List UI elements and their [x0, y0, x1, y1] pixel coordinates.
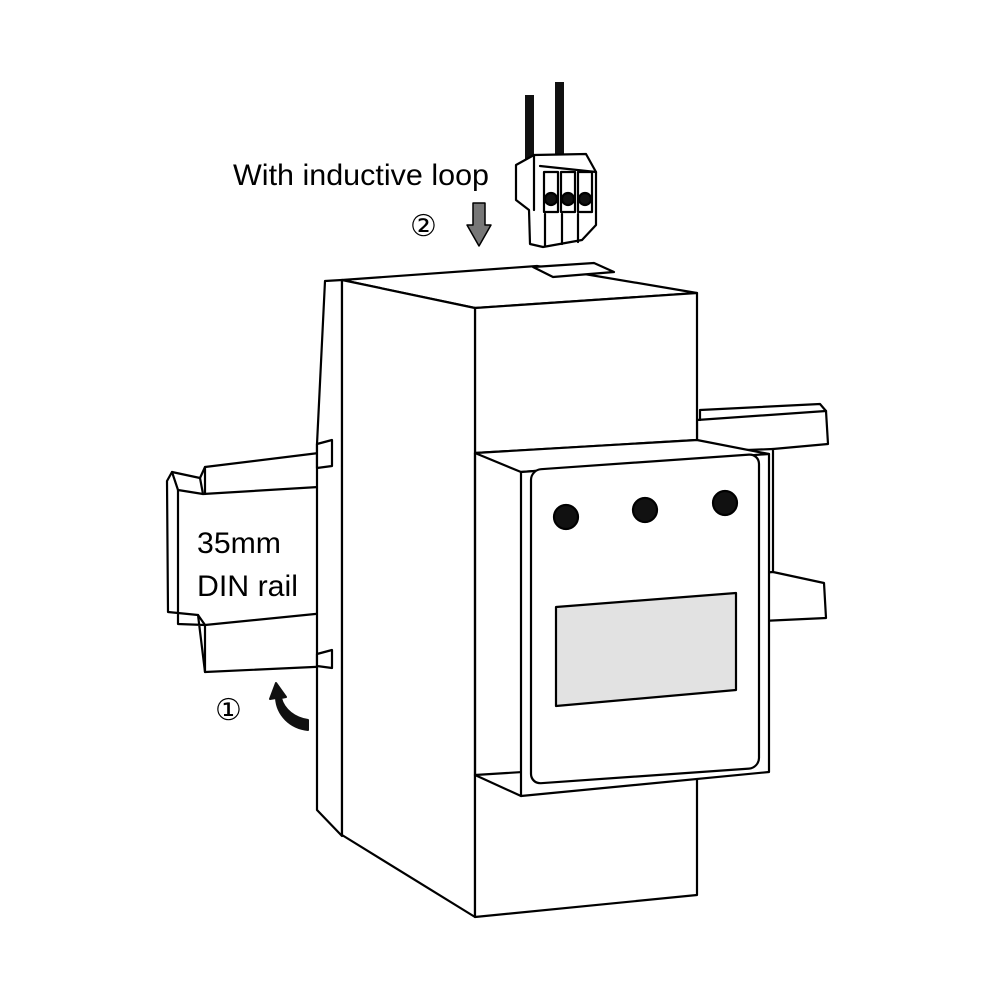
down-arrow-icon	[466, 202, 492, 247]
led-right	[711, 489, 739, 517]
led-middle	[631, 496, 659, 524]
step-1-marker: ①	[215, 693, 242, 728]
screw-2	[560, 191, 576, 207]
device-housing	[315, 261, 771, 919]
din-rail-left	[165, 449, 337, 674]
inductive-loop-label: With inductive loop	[233, 159, 489, 192]
display-window	[554, 591, 738, 708]
led-left	[552, 503, 580, 531]
rail-name-label: DIN rail	[197, 570, 298, 603]
rail-size-label: 35mm	[197, 527, 281, 560]
screw-3	[577, 191, 593, 207]
terminal-plug	[514, 82, 598, 249]
terminal-slot	[531, 261, 616, 279]
screw-1	[543, 191, 559, 207]
curved-arrow-icon	[269, 682, 309, 731]
step-2-marker: ②	[410, 209, 437, 244]
wire-right	[555, 82, 564, 162]
status-leds	[552, 489, 739, 531]
wire-left	[525, 95, 534, 165]
